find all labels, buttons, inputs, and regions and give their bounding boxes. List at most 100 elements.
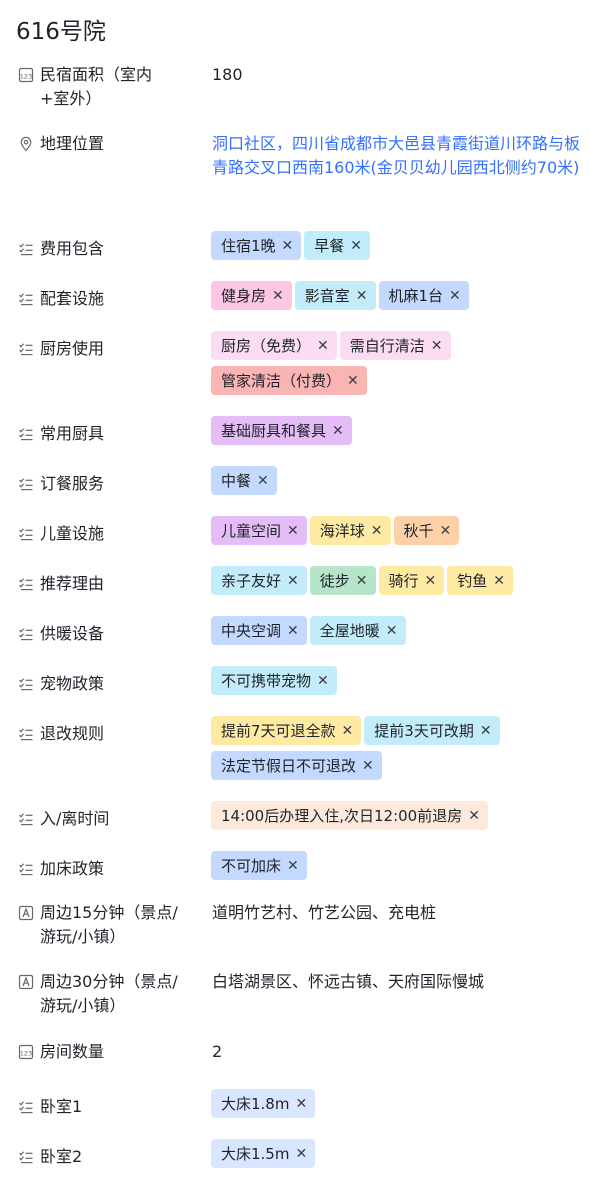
option-tag-label: 中央空调 (221, 622, 282, 640)
option-tag[interactable]: 需自行清洁✕ (339, 331, 451, 360)
tag-list: 亲子友好 ✕ 徒步 ✕ 骑行 ✕ 钓鱼 ✕ (211, 566, 586, 601)
field-label: 入/离时间 (40, 809, 110, 828)
option-tag-label: 提前7天可退全款 (221, 722, 336, 740)
option-tag-label: 徒步 (319, 572, 350, 590)
remove-tag-icon[interactable]: ✕ (295, 1095, 308, 1112)
option-tag[interactable]: 基础厨具和餐具 ✕ (211, 416, 352, 445)
option-tag-label: 骑行 (388, 572, 419, 590)
multiselect-icon (18, 476, 34, 492)
option-tag-label: 海洋球 (319, 522, 365, 540)
option-tag-label: 健身房 (221, 287, 267, 305)
option-tag-label: 大床1.8m (221, 1095, 290, 1113)
field-label: 地理位置 (40, 134, 105, 153)
remove-tag-icon[interactable]: ✕ (424, 572, 437, 589)
remove-tag-icon[interactable]: ✕ (257, 472, 269, 489)
remove-tag-icon[interactable]: ✕ (439, 522, 452, 539)
remove-tag-icon[interactable]: ✕ (317, 337, 329, 354)
option-tag[interactable]: 海洋球 ✕ (309, 516, 391, 545)
option-tag-label: 不可加床 (221, 857, 282, 875)
option-tag[interactable]: 中餐 ✕ (211, 466, 277, 495)
remove-tag-icon[interactable]: ✕ (287, 857, 299, 874)
option-tag[interactable]: 亲子友好 ✕ (211, 566, 307, 595)
multiselect-icon (18, 726, 34, 742)
multiselect-icon (18, 241, 34, 257)
multiselect-icon (18, 811, 34, 827)
option-tag[interactable]: 管家清洁（付费）✕ (211, 366, 367, 395)
multiselect-icon (18, 576, 34, 592)
option-tag[interactable]: 14:00后办理入住,次日12:00前退房✕ (211, 801, 488, 830)
text-icon (18, 905, 34, 921)
remove-tag-icon[interactable]: ✕ (468, 807, 480, 824)
field-value: 道明竹艺村、竹艺公园、充电桩 (212, 903, 437, 922)
option-tag[interactable]: 影音室✕ (294, 281, 376, 310)
remove-tag-icon[interactable]: ✕ (332, 422, 344, 439)
remove-tag-icon[interactable]: ✕ (370, 522, 383, 539)
option-tag-label: 机麻1台 (388, 287, 444, 305)
multiselect-icon (18, 861, 34, 877)
remove-tag-icon[interactable]: ✕ (347, 372, 359, 389)
remove-tag-icon[interactable]: ✕ (287, 522, 299, 539)
remove-tag-icon[interactable]: ✕ (350, 237, 363, 254)
option-tag[interactable]: 不可携带宠物✕ (211, 666, 337, 695)
remove-tag-icon[interactable]: ✕ (272, 287, 284, 304)
option-tag[interactable]: 中央空调 ✕ (211, 616, 307, 645)
option-tag-label: 基础厨具和餐具 (221, 422, 327, 440)
location-link[interactable]: 洞口社区，四川省成都市大邑县青霞街道川环路与板青路交叉口西南160米(金贝贝幼儿… (212, 134, 581, 177)
option-tag-label: 钓鱼 (457, 572, 488, 590)
remove-tag-icon[interactable]: ✕ (430, 337, 443, 354)
option-tag-label: 早餐 (314, 237, 345, 255)
multiselect-icon (18, 341, 34, 357)
tag-list: 住宿1晚✕ 早餐 ✕ (211, 231, 586, 266)
remove-tag-icon[interactable]: ✕ (281, 237, 294, 254)
field-value: 180 (212, 65, 243, 84)
tag-list: 14:00后办理入住,次日12:00前退房✕ (211, 801, 586, 836)
multiselect-icon (18, 1149, 34, 1165)
field-label: 配套设施 (40, 289, 105, 308)
option-tag[interactable]: 厨房（免费）✕ (211, 331, 337, 360)
remove-tag-icon[interactable]: ✕ (479, 722, 492, 739)
field-label: 厨房使用 (40, 339, 105, 358)
remove-tag-icon[interactable]: ✕ (317, 672, 329, 689)
option-tag[interactable]: 法定节假日不可退改✕ (211, 751, 382, 780)
remove-tag-icon[interactable]: ✕ (355, 287, 368, 304)
option-tag[interactable]: 秋千✕ (393, 516, 460, 545)
option-tag[interactable]: 机麻1台 ✕ (378, 281, 469, 310)
tag-list: 儿童空间✕海洋球✕秋千✕ (211, 516, 586, 551)
option-tag-label: 亲子友好 (221, 572, 282, 590)
remove-tag-icon[interactable]: ✕ (355, 572, 368, 589)
option-tag[interactable]: 全屋地暖 ✕ (309, 616, 406, 645)
option-tag-label: 全屋地暖 (319, 622, 380, 640)
remove-tag-icon[interactable]: ✕ (295, 1145, 308, 1162)
remove-tag-icon[interactable]: ✕ (449, 287, 461, 304)
tag-list: 大床1.5m ✕ (211, 1139, 586, 1174)
option-tag[interactable]: 钓鱼 ✕ (447, 566, 513, 595)
option-tag-label: 大床1.5m (221, 1145, 290, 1163)
field-label: 费用包含 (40, 239, 105, 258)
field-value: 白塔湖景区、怀远古镇、天府国际慢城 (212, 972, 485, 991)
option-tag[interactable]: 早餐 ✕ (304, 231, 371, 260)
remove-tag-icon[interactable]: ✕ (287, 622, 299, 639)
tag-list: 基础厨具和餐具 ✕ (211, 416, 586, 451)
option-tag[interactable]: 健身房 ✕ (211, 281, 292, 310)
option-tag[interactable]: 骑行 ✕ (378, 566, 445, 595)
number-icon: 123 (18, 1044, 34, 1060)
option-tag-label: 中餐 (221, 472, 252, 490)
field-label: 供暖设备 (40, 624, 105, 643)
option-tag[interactable]: 大床1.8m ✕ (211, 1089, 316, 1118)
remove-tag-icon[interactable]: ✕ (341, 722, 354, 739)
option-tag[interactable]: 住宿1晚✕ (211, 231, 302, 260)
remove-tag-icon[interactable]: ✕ (493, 572, 505, 589)
remove-tag-icon[interactable]: ✕ (385, 622, 398, 639)
field-label: 周边15分钟（景点/游玩/小镇） (40, 903, 178, 946)
multiselect-icon (18, 426, 34, 442)
field-label: 退改规则 (40, 724, 105, 743)
option-tag[interactable]: 大床1.5m ✕ (211, 1139, 316, 1168)
option-tag[interactable]: 儿童空间✕ (211, 516, 307, 545)
field-label: 加床政策 (40, 859, 105, 878)
remove-tag-icon[interactable]: ✕ (362, 757, 374, 774)
remove-tag-icon[interactable]: ✕ (287, 572, 299, 589)
option-tag[interactable]: 提前3天可改期✕ (364, 716, 500, 745)
option-tag[interactable]: 不可加床 ✕ (211, 851, 307, 880)
option-tag[interactable]: 提前7天可退全款 ✕ (211, 716, 362, 745)
option-tag[interactable]: 徒步 ✕ (309, 566, 376, 595)
